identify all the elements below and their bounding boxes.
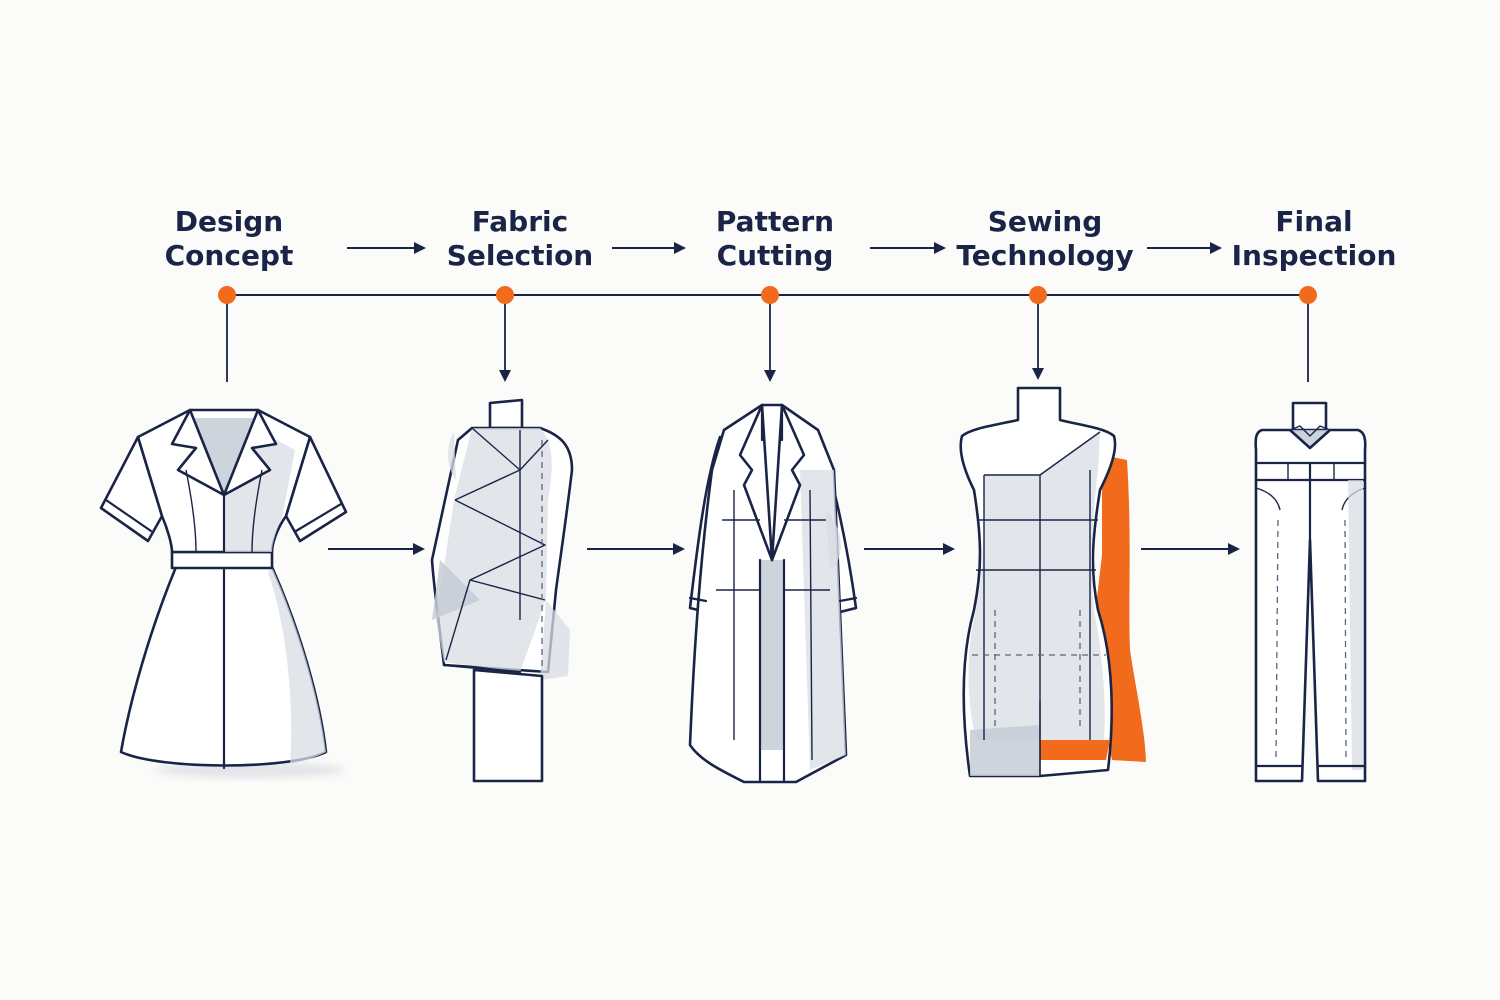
timeline-dot-5 [1299,286,1317,304]
step-title-line1: Final [1275,205,1353,238]
step-title-line2: Cutting [716,239,834,272]
timeline-dot-4 [1029,286,1047,304]
trousers-icon [1254,401,1367,783]
draped-form-icon [430,398,574,783]
timeline-dot-2 [496,286,514,304]
dress-form-icon [959,386,1146,778]
step-title-line2: Concept [164,239,294,272]
coat-icon [688,403,858,784]
step-title-line1: Pattern [715,205,835,238]
timeline-dot-3 [761,286,779,304]
dress-icon [99,408,348,778]
step-title-line1: Fabric [471,205,569,238]
timeline-dots [218,286,1317,304]
step-title-line1: Design [174,205,284,238]
step-label-pattern-cutting: Pattern Cutting [645,205,905,273]
step-label-design-concept: Design Concept [99,205,359,273]
step-label-final-inspection: Final Inspection [1184,205,1444,273]
step-title-line2: Selection [446,239,594,272]
step-title-line2: Technology [956,239,1134,272]
timeline-dot-1 [218,286,236,304]
step-label-sewing-technology: Sewing Technology [915,205,1175,273]
step-title-line2: Inspection [1231,239,1397,272]
step-title-line1: Sewing [987,205,1103,238]
step-label-fabric-selection: Fabric Selection [390,205,650,273]
vertical-connectors [226,295,1309,382]
